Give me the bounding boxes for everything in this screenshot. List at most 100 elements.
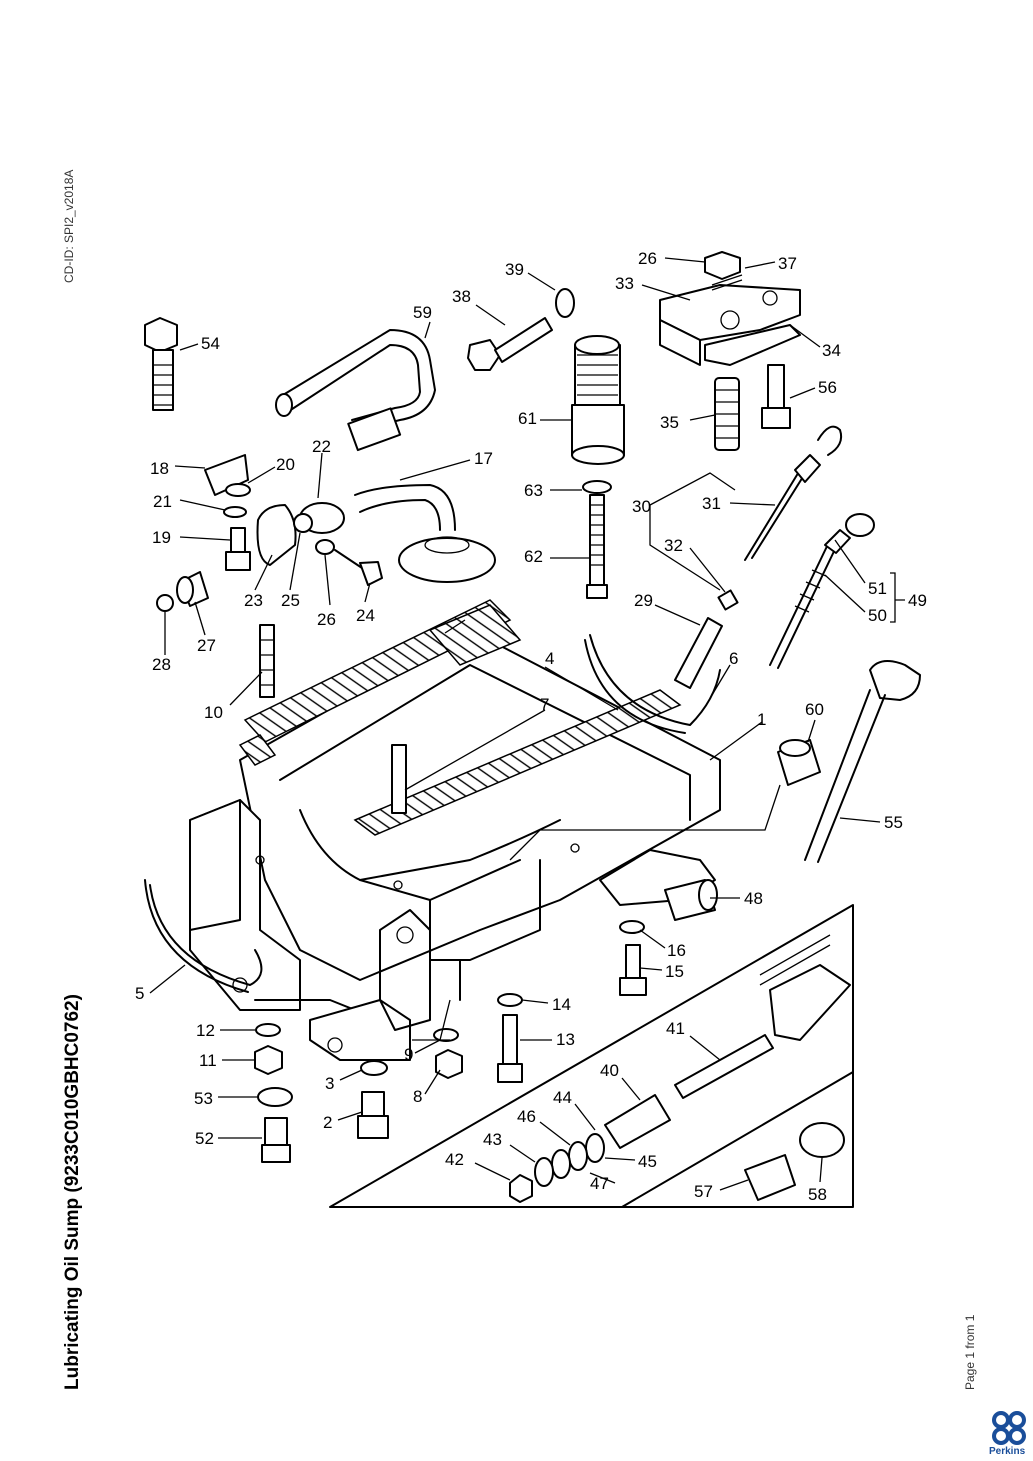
washer-39 (555, 288, 575, 318)
nut-11 (254, 1045, 283, 1075)
bolt-19 (225, 527, 251, 571)
callout-21: 21 (153, 492, 172, 511)
callout-42: 42 (445, 1150, 464, 1169)
callout-1: 1 (757, 710, 766, 729)
breather-pipe-59 (275, 329, 436, 452)
callout-38: 38 (452, 287, 471, 306)
callout-44: 44 (553, 1088, 572, 1107)
rear-seal-inner (144, 879, 249, 993)
sump-gasket-right (353, 689, 682, 836)
callout-20: 20 (276, 455, 295, 474)
callout-47: 47 (590, 1174, 609, 1193)
callout-50: 50 (868, 606, 887, 625)
callout-2: 2 (323, 1113, 332, 1132)
callout-43: 43 (483, 1130, 502, 1149)
callout-4: 4 (545, 649, 554, 668)
sump-gasket-upper (428, 604, 522, 666)
stud-7 (391, 744, 407, 814)
spring-41 (674, 1034, 774, 1099)
callout-3: 3 (325, 1074, 334, 1093)
washer-21 (223, 506, 247, 518)
callout-15: 15 (665, 962, 684, 981)
tube-29 (674, 617, 723, 689)
clip-23 (256, 504, 297, 566)
front-seal-inner (584, 639, 686, 734)
callout-23: 23 (244, 591, 263, 610)
plug-60 (777, 739, 821, 786)
bolt-15 (619, 944, 647, 996)
callout-29: 29 (634, 591, 653, 610)
washer-25 (293, 513, 313, 533)
callout-numbers: 54 59 38 39 26 37 33 34 61 35 56 63 30 3… (135, 249, 927, 1204)
callout-7: 7 (540, 695, 549, 714)
callout-24: 24 (356, 606, 375, 625)
callout-51: 51 (868, 579, 887, 598)
callout-37: 37 (778, 254, 797, 273)
callout-53: 53 (194, 1089, 213, 1108)
callout-55: 55 (884, 813, 903, 832)
spring-44-45 (585, 1133, 605, 1163)
plug-58 (799, 1122, 845, 1158)
callout-8: 8 (413, 1087, 422, 1106)
washer-12 (255, 1023, 281, 1037)
stud-35 (714, 377, 740, 451)
callout-6: 6 (729, 649, 738, 668)
plug-48 (664, 879, 718, 921)
callout-17: 17 (474, 449, 493, 468)
dipstick-50-51 (769, 513, 875, 669)
bolt-24 (334, 549, 383, 586)
callout-28: 28 (152, 655, 171, 674)
seal-32 (717, 589, 739, 611)
callout-57: 57 (694, 1182, 713, 1201)
bolt-56 (761, 364, 791, 429)
callout-26-top: 26 (638, 249, 657, 268)
washer-37 (711, 274, 743, 291)
bolt-13 (497, 1014, 523, 1083)
perkins-logo (992, 1411, 1026, 1445)
suction-pipe-17 (354, 484, 496, 583)
plug-57 (744, 1154, 796, 1201)
callout-19: 19 (152, 528, 171, 547)
brand-name: Perkins (989, 1446, 1026, 1457)
callout-22: 22 (312, 437, 331, 456)
nut-8 (435, 1049, 463, 1079)
callout-12: 12 (196, 1021, 215, 1040)
plunger-40 (604, 1094, 671, 1149)
plug-52 (261, 1117, 291, 1163)
callout-61: 61 (518, 409, 537, 428)
callout-62: 62 (524, 547, 543, 566)
nut-26-top (704, 251, 741, 280)
washer-63 (582, 480, 612, 494)
stud-10 (259, 624, 275, 698)
dipstick-31 (744, 425, 843, 561)
callout-11: 11 (199, 1051, 217, 1070)
stud-62 (586, 494, 608, 599)
washer-9 (433, 1028, 459, 1042)
callout-54: 54 (201, 334, 220, 353)
callout-31: 31 (702, 494, 721, 513)
callout-18: 18 (150, 459, 169, 478)
callout-32: 32 (664, 536, 683, 555)
callout-41: 41 (666, 1019, 685, 1038)
callout-48: 48 (744, 889, 763, 908)
callout-60: 60 (805, 700, 824, 719)
rear-seal (149, 884, 263, 986)
plug-27 (176, 571, 209, 607)
callout-49: 49 (908, 591, 927, 610)
dipstick-tube-61 (571, 335, 625, 465)
callout-30: 30 (632, 497, 651, 516)
callout-39: 39 (505, 260, 524, 279)
washer-14 (497, 993, 523, 1007)
washer-16 (619, 920, 645, 934)
callout-26-left: 26 (317, 610, 336, 629)
callout-52: 52 (195, 1129, 214, 1148)
callout-46: 46 (517, 1107, 536, 1126)
callout-35: 35 (660, 413, 679, 432)
callout-10: 10 (204, 703, 223, 722)
bolt-38 (467, 317, 553, 371)
callout-63: 63 (524, 481, 543, 500)
washer-20 (225, 483, 251, 497)
callout-13: 13 (556, 1030, 575, 1049)
callout-5: 5 (135, 984, 144, 1003)
